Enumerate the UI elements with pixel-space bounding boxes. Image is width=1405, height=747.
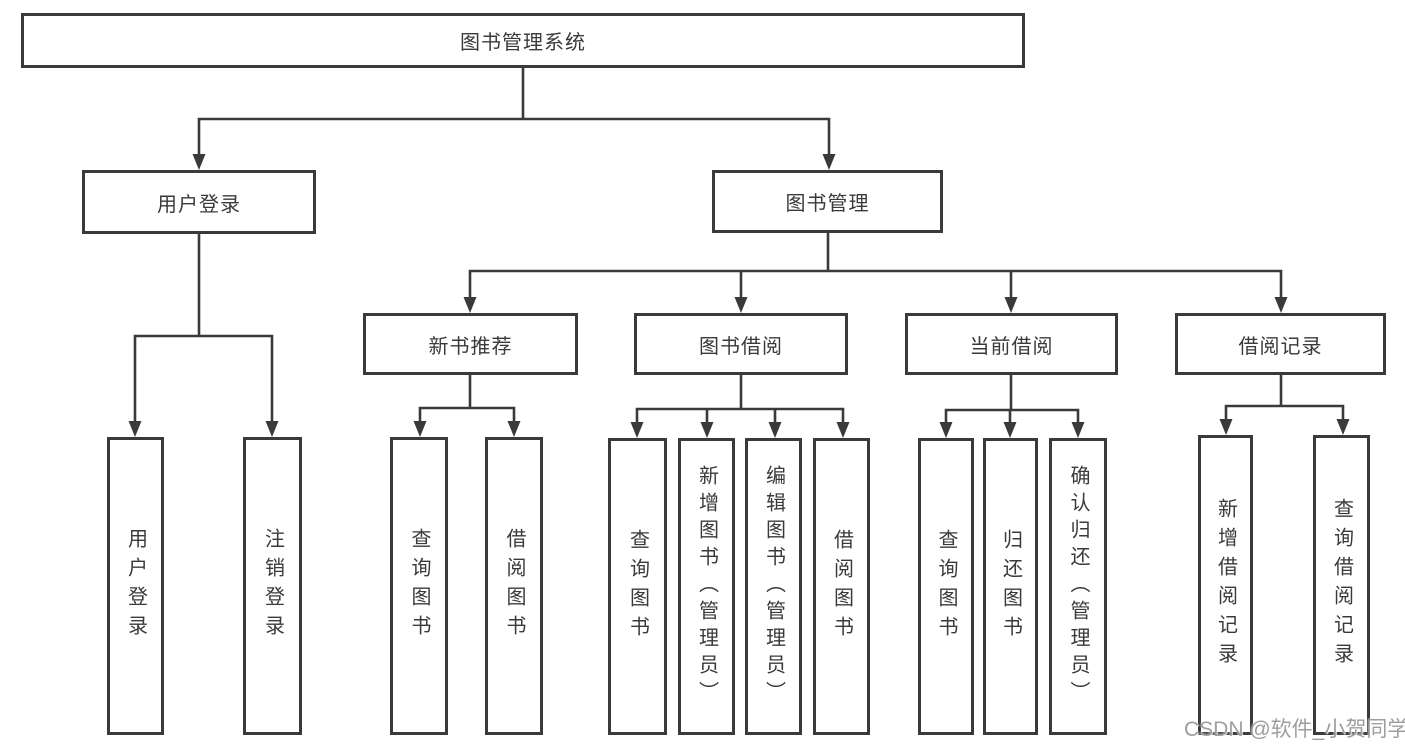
node-current-borrowing: 当前借阅	[905, 313, 1118, 375]
leaf-edit-book-admin: 编辑图书（管理员）	[745, 438, 802, 735]
leaf-add-borrow-record: 新增借阅记录	[1198, 435, 1253, 735]
node-label: 查询借阅记录	[1330, 498, 1353, 672]
leaf-add-book-admin: 新增图书（管理员）	[678, 438, 735, 735]
node-label: 查询图书	[408, 528, 430, 644]
node-label: 借阅图书	[830, 528, 853, 645]
leaf-user-login: 用户登录	[107, 437, 164, 735]
node-book-borrowing: 图书借阅	[634, 313, 848, 375]
node-label: 借阅图书	[503, 528, 525, 644]
node-label: 新增借阅记录	[1214, 498, 1237, 672]
leaf-query-books-current: 查询图书	[918, 438, 974, 735]
node-user-login: 用户登录	[82, 170, 316, 234]
node-book-management: 图书管理	[712, 170, 943, 233]
node-label: 图书管理	[785, 193, 870, 215]
leaf-query-books-recommend: 查询图书	[390, 437, 448, 735]
node-label: 新增图书（管理员）	[695, 465, 718, 708]
leaf-confirm-return-admin: 确认归还（管理员）	[1049, 438, 1107, 735]
node-new-book-recommend: 新书推荐	[363, 313, 578, 375]
leaf-borrow-books-borrowing: 借阅图书	[813, 438, 870, 735]
node-label: 编辑图书（管理员）	[762, 465, 785, 708]
node-label: 确认归还（管理员）	[1067, 465, 1089, 708]
node-label: 借阅记录	[1238, 335, 1323, 358]
node-label: 当前借阅	[969, 335, 1054, 358]
node-label: 图书借阅	[699, 335, 783, 358]
node-label: 注销登录	[261, 528, 284, 644]
csdn-watermark: CSDN @软件_小贺同学	[1184, 718, 1405, 741]
leaf-logout: 注销登录	[243, 437, 302, 735]
node-label: 查询图书	[626, 528, 649, 645]
leaf-query-books-borrowing: 查询图书	[608, 438, 667, 735]
node-label: 新书推荐	[428, 335, 513, 358]
node-label: 归还图书	[999, 528, 1022, 645]
leaf-borrow-books-recommend: 借阅图书	[485, 437, 543, 735]
node-library-system: 图书管理系统	[21, 13, 1025, 68]
node-label: 查询图书	[935, 528, 957, 645]
node-label: 用户登录	[157, 193, 241, 216]
leaf-query-borrow-record: 查询借阅记录	[1313, 435, 1370, 735]
leaf-return-books: 归还图书	[983, 438, 1038, 735]
node-borrowing-records: 借阅记录	[1175, 313, 1386, 375]
node-label: 用户登录	[124, 528, 147, 644]
node-label: 图书管理系统	[460, 32, 586, 54]
